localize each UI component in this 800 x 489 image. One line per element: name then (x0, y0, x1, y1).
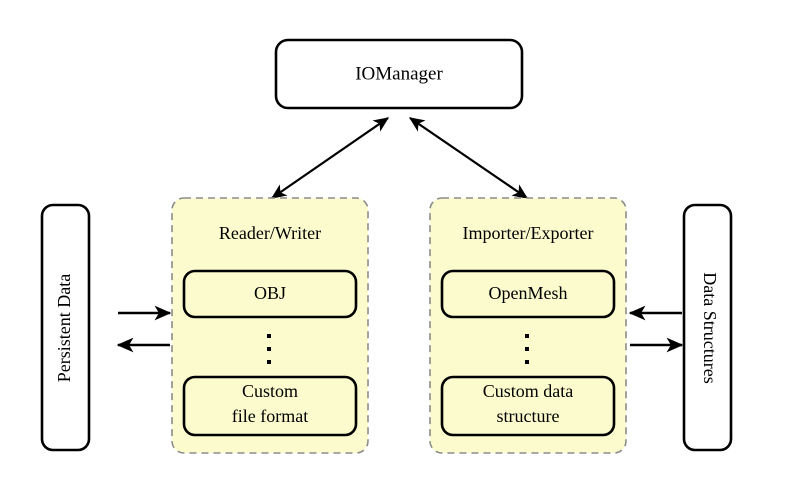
ellipsis-dot-1 (267, 334, 271, 338)
openmesh-box (440, 269, 616, 319)
connector-iomanager-reader-writer (270, 117, 390, 199)
importer-exporter-panel-title: Importer/Exporter (463, 223, 594, 243)
custom-file-format-label-line1: Custom (242, 381, 298, 401)
ellipsis-dot-3 (525, 360, 529, 364)
custom-data-structure-label-line1: Custom data (483, 381, 574, 401)
custom-data-structure-box (440, 375, 616, 437)
importer-exporter-item-custom-data-structure[interactable]: Custom data structure (440, 375, 616, 437)
data-structures-label: Data Structures (700, 272, 720, 383)
reader-writer-ellipsis (267, 334, 271, 364)
panel-reader-writer[interactable]: Reader/Writer OBJ Custom file format (171, 197, 369, 454)
data-structures-box (682, 203, 733, 452)
connector-group (116, 117, 684, 353)
custom-file-format-box (182, 375, 358, 437)
node-iomanager[interactable]: IOManager (274, 38, 524, 110)
persistent-data-box (40, 203, 91, 452)
obj-box (182, 269, 358, 319)
custom-data-structure-label-line2: structure (497, 406, 560, 426)
panel-importer-exporter[interactable]: Importer/Exporter OpenMesh Custom data s… (429, 197, 627, 454)
connector-iomanager-importer-exporter (408, 117, 529, 199)
iomanager-label: IOManager (355, 63, 443, 84)
importer-exporter-ellipsis (525, 334, 529, 364)
node-persistent-data[interactable]: Persistent Data (40, 203, 91, 452)
iomanager-box (274, 38, 524, 110)
ellipsis-dot-2 (267, 347, 271, 351)
openmesh-label: OpenMesh (489, 283, 568, 303)
custom-file-format-label-line2: file format (232, 406, 308, 426)
ellipsis-dot-2 (525, 347, 529, 351)
reader-writer-item-obj[interactable]: OBJ (182, 269, 358, 319)
ellipsis-dot-1 (525, 334, 529, 338)
reader-writer-panel-title: Reader/Writer (219, 223, 321, 243)
reader-writer-item-custom-file-format[interactable]: Custom file format (182, 375, 358, 437)
node-data-structures[interactable]: Data Structures (682, 203, 733, 452)
importer-exporter-item-openmesh[interactable]: OpenMesh (440, 269, 616, 319)
ellipsis-dot-3 (267, 360, 271, 364)
persistent-data-label: Persistent Data (54, 274, 74, 382)
obj-label: OBJ (254, 283, 286, 303)
